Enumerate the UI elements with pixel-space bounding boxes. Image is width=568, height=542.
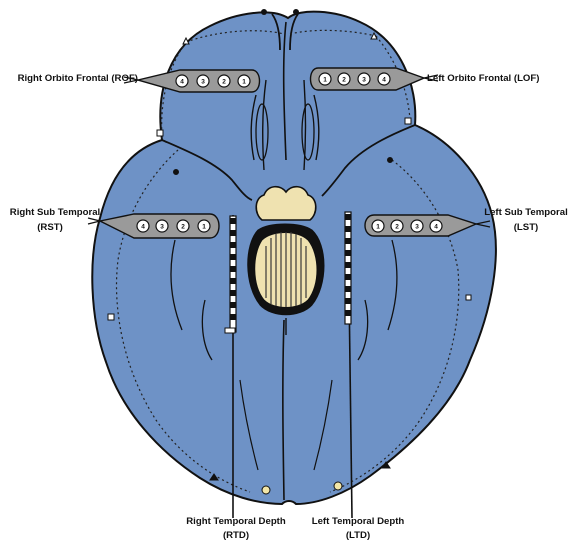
rof-contact-1: 4 [176,75,188,87]
svg-text:2: 2 [222,78,226,85]
rof-contact-4: 1 [238,75,250,87]
lof-contact-2: 2 [338,73,350,85]
lof-contact-4: 4 [378,73,390,85]
svg-text:3: 3 [362,76,366,83]
lst-contact-1: 1 [372,220,384,232]
rst-contact-1: 4 [137,220,149,232]
svg-text:1: 1 [202,223,206,230]
svg-text:3: 3 [415,223,419,230]
svg-text:2: 2 [342,76,346,83]
rst-contact-3: 2 [177,220,189,232]
svg-text:4: 4 [434,223,438,230]
lof-label: Left Orbito Frontal (LOF) [427,73,539,84]
rof-label: Right Orbito Frontal (ROF) [18,73,138,84]
svg-text:1: 1 [376,223,380,230]
rst-contact-4: 1 [198,220,210,232]
ltd-label-line2: (LTD) [346,530,370,541]
svg-text:3: 3 [160,223,164,230]
lst-label-line1: Left Sub Temporal [484,207,568,218]
svg-text:1: 1 [323,76,327,83]
rst-label-line1: Right Sub Temporal [10,207,100,218]
lst-contact-4: 4 [430,220,442,232]
rst-contact-2: 3 [156,220,168,232]
lof-contact-1: 1 [319,73,331,85]
svg-text:2: 2 [395,223,399,230]
rtd-label-line2: (RTD) [223,530,249,541]
lst-label-line2: (LST) [514,222,539,233]
svg-text:3: 3 [201,78,205,85]
svg-text:4: 4 [180,78,184,85]
ltd-label-line1: Left Temporal Depth [312,516,405,527]
rof-contact-3: 2 [218,75,230,87]
svg-text:2: 2 [181,223,185,230]
rof-contact-2: 3 [197,75,209,87]
lst-contact-2: 2 [391,220,403,232]
rst-label-line2: (RST) [37,222,63,233]
svg-text:4: 4 [141,223,145,230]
lof-contact-3: 3 [358,73,370,85]
svg-text:4: 4 [382,76,386,83]
svg-text:1: 1 [242,78,246,85]
lst-contact-3: 3 [411,220,423,232]
rtd-label-line1: Right Temporal Depth [186,516,286,527]
